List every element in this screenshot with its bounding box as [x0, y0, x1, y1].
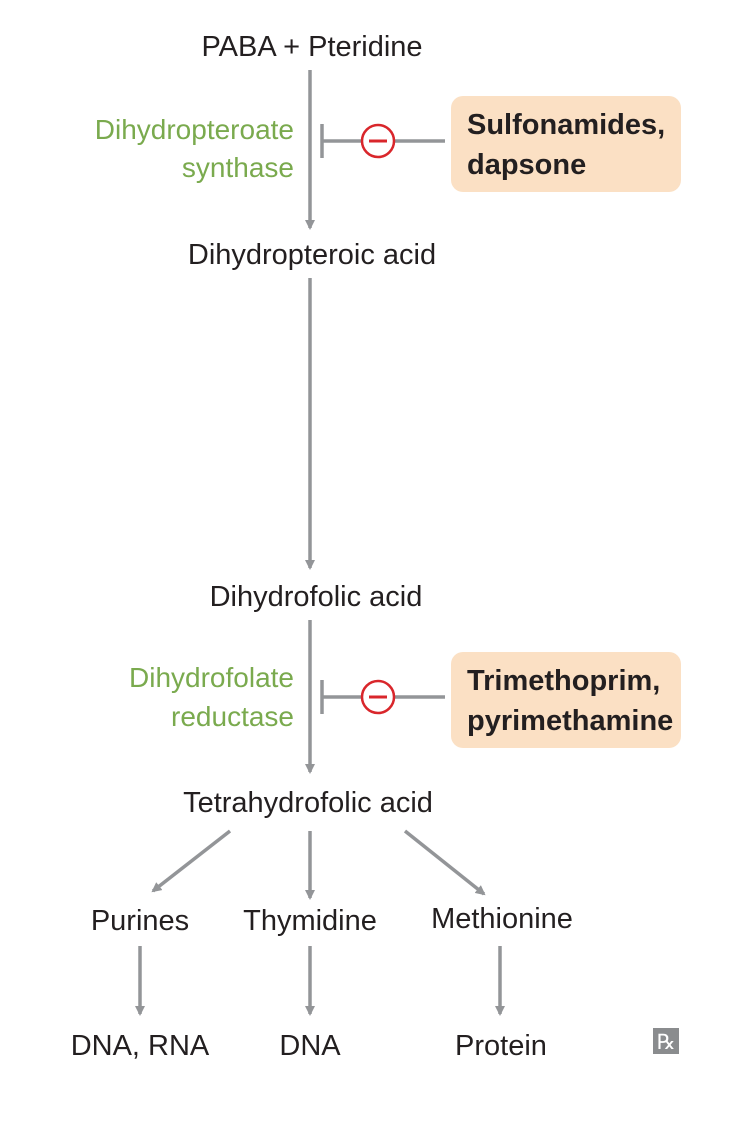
- enzyme-dihydropteroate-synthase-line2: synthase: [182, 152, 294, 183]
- rx-logo-box: [653, 1028, 679, 1054]
- enzyme-dihydropteroate-synthase-line1: Dihydropteroate: [95, 114, 294, 145]
- drug-sulfonamides-line2: dapsone: [467, 149, 586, 181]
- node-tetrahydrofolic-acid: Tetrahydrofolic acid: [183, 787, 433, 819]
- node-dihydrofolic-acid: Dihydrofolic acid: [210, 581, 423, 613]
- rx-logo-glyph: ℞: [657, 1030, 676, 1054]
- arrow-tetrahydrofolic-to-purines: [151, 829, 232, 893]
- arrow-tetrahydrofolic-to-methionine: [403, 829, 486, 896]
- enzyme-dihydrofolate-reductase-line1: Dihydrofolate: [129, 662, 294, 693]
- enzyme-dihydrofolate-reductase-line2: reductase: [171, 701, 294, 732]
- node-methionine: Methionine: [431, 903, 573, 935]
- drug-trimethoprim-line1: Trimethoprim,: [467, 665, 660, 697]
- drug-sulfonamides-line1: Sulfonamides,: [467, 109, 665, 141]
- node-dna-rna: DNA, RNA: [71, 1030, 210, 1062]
- drug-box-sulfonamides-dapsone: [451, 96, 681, 192]
- node-thymidine: Thymidine: [243, 905, 377, 937]
- inhibition-sulfonamides: [320, 123, 445, 159]
- node-protein: Protein: [455, 1030, 547, 1062]
- rx-icon: ℞: [653, 1028, 679, 1054]
- drug-trimethoprim-line2: pyrimethamine: [467, 705, 673, 737]
- drug-box-trimethoprim-pyrimethamine: [451, 652, 681, 748]
- node-purines: Purines: [91, 905, 189, 937]
- node-dna: DNA: [279, 1030, 341, 1062]
- node-dihydropteroic-acid: Dihydropteroic acid: [188, 239, 436, 271]
- node-paba-pteridine: PABA + Pteridine: [201, 31, 422, 63]
- inhibition-trimethoprim: [320, 679, 445, 715]
